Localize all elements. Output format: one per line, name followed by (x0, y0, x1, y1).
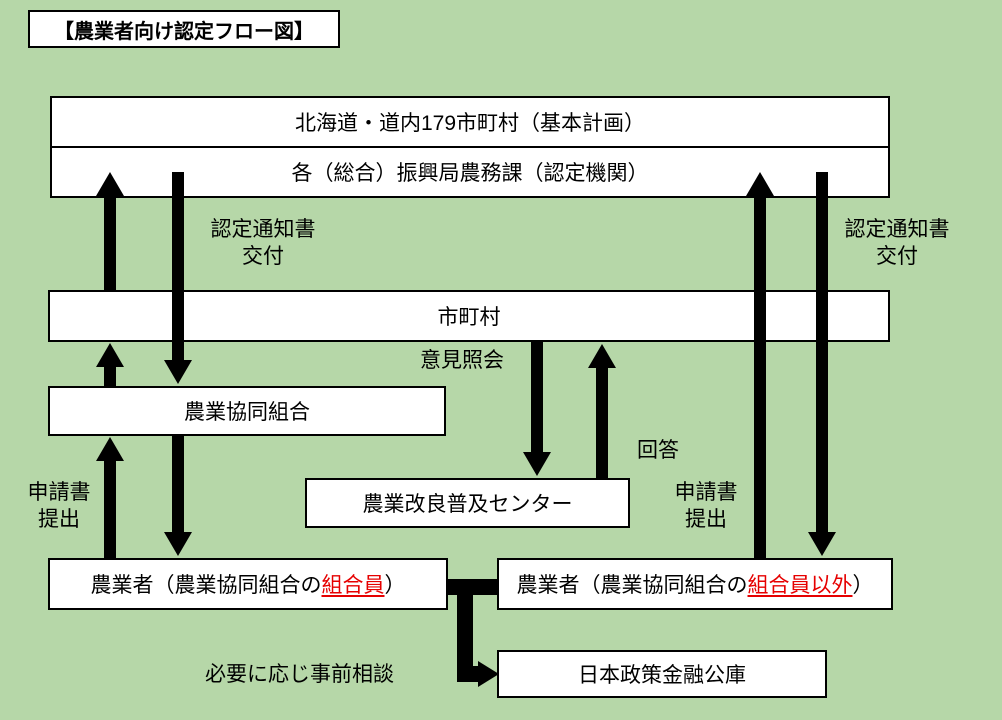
label-reply: 回答 (637, 439, 679, 462)
label-notice-right-line2: 交付 (876, 245, 918, 268)
diagram-title: 【農業者向け認定フロー図】 (28, 10, 340, 48)
label-apply-left-line2: 提出 (38, 508, 80, 531)
farmer-member-prefix: 農業者（農業協同組合の (90, 574, 322, 597)
connector-vertical-bar (457, 579, 473, 682)
label-opinion-inquiry: 意見照会 (420, 349, 504, 372)
box-farmer-member: 農業者（農業協同組合の組合員） (48, 558, 448, 610)
label-apply-left-line1: 申請書 (27, 481, 91, 504)
arrow-up-center-to-municipality-icon (588, 344, 616, 478)
label-apply-left: 申請書 提出 (16, 479, 102, 533)
label-notice-left: 認定通知書 交付 (178, 216, 348, 270)
label-notice-right-line1: 認定通知書 (844, 218, 950, 241)
label-apply-right-line1: 申請書 (674, 481, 738, 504)
box-extension-center: 農業改良普及センター (305, 478, 630, 528)
consult-arrow-shaft (457, 666, 478, 682)
farmer-nonmember-prefix: 農業者（農業協同組合の (516, 574, 748, 597)
label-notice-right: 認定通知書 交付 (812, 216, 982, 270)
label-consult: 必要に応じ事前相談 (205, 663, 394, 686)
arrow-up-nonmember-to-bureau-icon (746, 172, 774, 558)
farmer-member-suffix: ） (384, 574, 406, 597)
label-notice-left-line2: 交付 (242, 245, 284, 268)
arrow-down-bureau-to-nonmember-icon (808, 172, 836, 556)
farmer-nonmember-highlight: 組合員以外 (747, 574, 853, 597)
arrow-down-municipality-to-center-icon (523, 342, 551, 476)
box-farmer-nonmember: 農業者（農業協同組合の組合員以外） (497, 558, 893, 610)
arrow-down-coop-to-farmer-icon (164, 436, 192, 556)
label-apply-right-line2: 提出 (685, 508, 727, 531)
box-agricultural-coop: 農業協同組合 (48, 386, 446, 436)
farmer-nonmember-suffix: ） (852, 574, 874, 597)
arrow-down-bureau-to-coop-icon (164, 172, 192, 384)
arrow-up-farmer-to-coop-icon (96, 437, 124, 558)
box-finance-corp: 日本政策金融公庫 (497, 650, 827, 698)
arrow-up-coop-to-municipality-icon (96, 343, 124, 386)
farmer-member-highlight: 組合員 (321, 574, 385, 597)
consult-arrow-head-icon (478, 661, 499, 687)
box-municipality: 市町村 (48, 290, 890, 342)
label-notice-left-line1: 認定通知書 (210, 218, 316, 241)
label-apply-right: 申請書 提出 (663, 479, 749, 533)
arrow-up-municipality-to-bureau-icon (96, 172, 124, 290)
